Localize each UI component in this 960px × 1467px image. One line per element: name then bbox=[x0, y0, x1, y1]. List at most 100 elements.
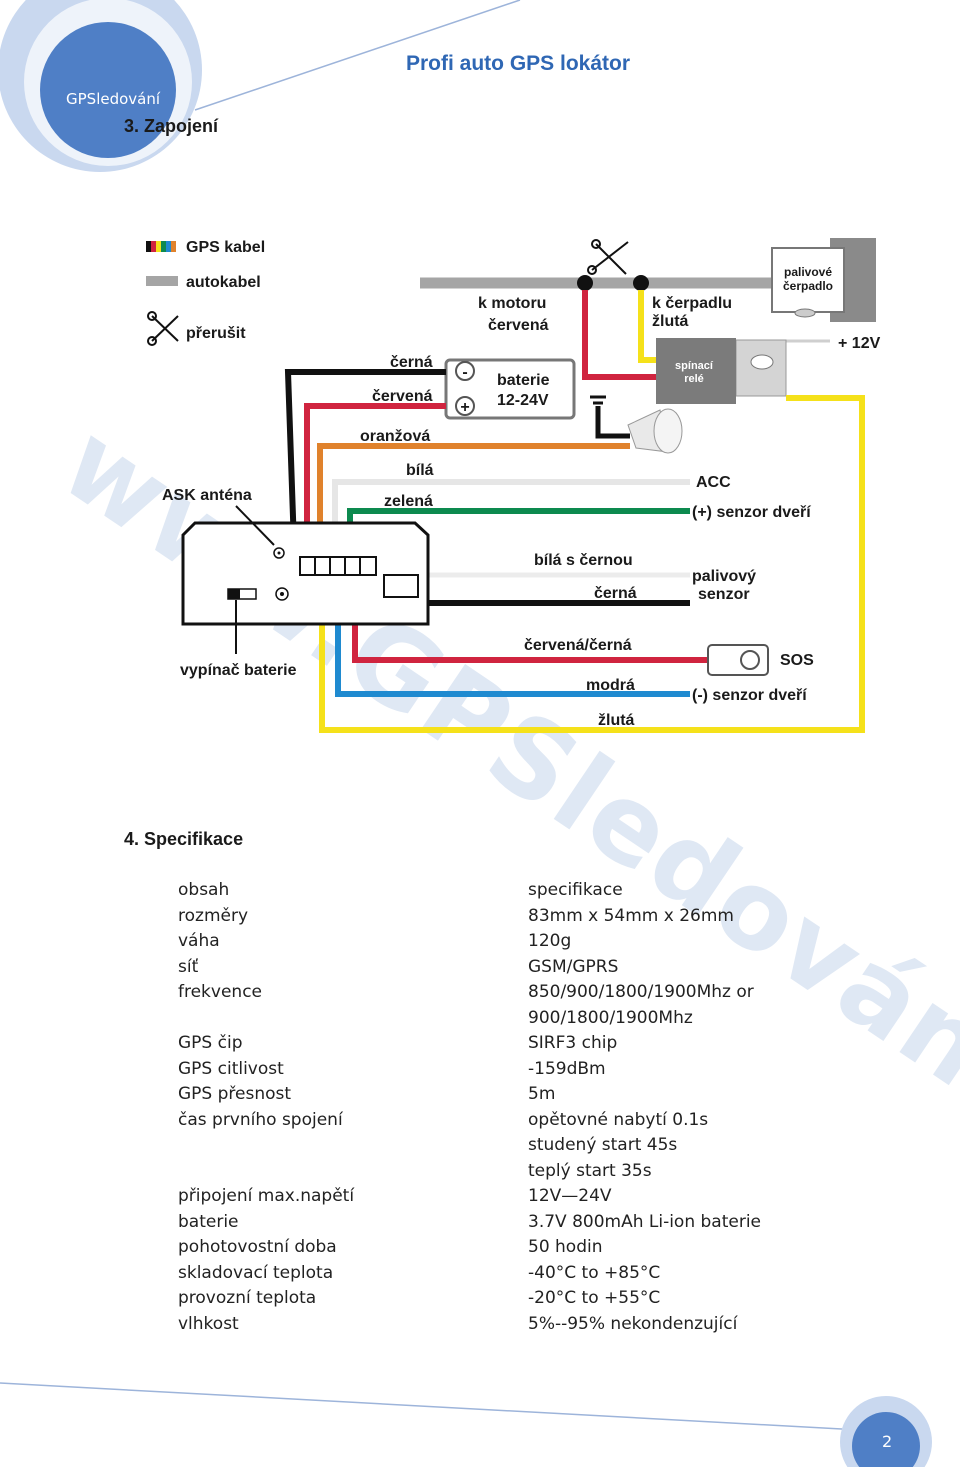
door-minus-label: (-) senzor dveří bbox=[692, 687, 807, 704]
spec-label: frekvence bbox=[178, 982, 263, 1002]
table-row: provozní teplota-20°C to +55°C bbox=[178, 1286, 818, 1312]
battery-plus-sign: + bbox=[460, 399, 469, 416]
fuel-pump: palivové čerpadlo bbox=[771, 238, 876, 322]
car-cable-swatch bbox=[146, 276, 178, 286]
to-engine-label: k motoru bbox=[478, 295, 546, 312]
to-pump-color-label: žlutá bbox=[652, 313, 689, 330]
battery-label-1: baterie bbox=[497, 372, 550, 389]
spec-label bbox=[178, 1006, 528, 1032]
relay-label-1: spínací bbox=[675, 360, 714, 372]
wire-label-black: černá bbox=[390, 354, 433, 371]
spec-label: GPS přesnost bbox=[178, 1084, 292, 1104]
spec-value: teplý start 35s bbox=[528, 1160, 652, 1181]
scissors-icon bbox=[147, 311, 179, 346]
spec-value: 50 hodin bbox=[528, 1237, 603, 1257]
sos-button bbox=[707, 644, 769, 676]
table-row: teplý start 35s bbox=[178, 1159, 818, 1185]
brand-label: GPSledování bbox=[66, 90, 161, 108]
footer-circle-inner bbox=[852, 1412, 920, 1467]
wire-red-engine bbox=[582, 290, 656, 380]
to-pump-label: k čerpadlu bbox=[652, 295, 732, 312]
spec-label: pohotovostní doba bbox=[178, 1237, 337, 1257]
antenna-label: ASK anténa bbox=[162, 487, 252, 504]
battery-label-2: 12-24V bbox=[497, 392, 549, 409]
door-plus-label: (+) senzor dveří bbox=[692, 504, 811, 521]
car-battery: - + baterie 12-24V bbox=[444, 358, 576, 420]
wire-label-black2: černá bbox=[594, 585, 637, 602]
spec-value: -159dBm bbox=[528, 1058, 606, 1079]
wire-label-blue: modrá bbox=[586, 677, 635, 694]
fuel-sensor-label-2: senzor bbox=[698, 586, 750, 603]
plus12-label: + 12V bbox=[838, 335, 881, 352]
table-row: pohotovostní doba 50 hodin bbox=[178, 1235, 818, 1261]
wire-label-green: zelená bbox=[384, 493, 433, 510]
spec-value: 5m bbox=[528, 1084, 556, 1104]
legend-car-cable: autokabel bbox=[186, 274, 261, 291]
spec-label: vlhkost bbox=[178, 1313, 239, 1334]
section-heading-wiring: 3. Zapojení bbox=[124, 116, 219, 136]
table-row: studený start 45s bbox=[178, 1133, 818, 1159]
table-row: GPS přesnost 5m bbox=[178, 1082, 818, 1108]
ground-symbol bbox=[590, 395, 630, 439]
sos-label: SOS bbox=[780, 652, 814, 669]
spec-value: 83mm x 54mm x 26mm bbox=[528, 905, 734, 926]
fuel-pump-label-2: čerpadlo bbox=[783, 279, 833, 293]
table-row: frekvence 850/900/1800/1900Mhz or bbox=[178, 980, 818, 1006]
spec-label: síť bbox=[178, 956, 199, 977]
spec-label: rozměry bbox=[178, 905, 249, 926]
header-line bbox=[194, 0, 521, 111]
spec-label: připojení max.napětí bbox=[178, 1186, 355, 1206]
spec-value: GSM/GPRS bbox=[528, 956, 619, 977]
spec-value: 120g bbox=[528, 931, 572, 951]
wiring-diagram: GPS kabel autokabel přerušit palivové če… bbox=[146, 238, 881, 733]
spec-value: 900/1800/1900Mhz bbox=[528, 1007, 693, 1028]
spec-label: GPS citlivost bbox=[178, 1058, 284, 1079]
legend: GPS kabel autokabel přerušit bbox=[146, 239, 265, 346]
spec-value: -20°C to +55°C bbox=[528, 1288, 661, 1308]
spec-value: 850/900/1800/1900Mhz or bbox=[528, 982, 754, 1002]
spec-label: váha bbox=[178, 931, 220, 951]
section-heading-specs: 4. Specifikace bbox=[124, 829, 244, 849]
fuel-sensor-label-1: palivový bbox=[692, 568, 756, 585]
fuel-pump-label-1: palivové bbox=[784, 265, 832, 279]
spec-value: -40°C to +85°C bbox=[528, 1262, 661, 1283]
spec-label: baterie bbox=[178, 1211, 239, 1232]
wire-black-battery bbox=[284, 369, 446, 576]
gps-device bbox=[181, 521, 430, 626]
acc-label: ACC bbox=[696, 474, 731, 491]
battery-switch-label: vypínač baterie bbox=[180, 662, 297, 679]
wire-yellow-pump bbox=[638, 290, 656, 363]
cut-point-yellow bbox=[633, 275, 649, 291]
relay-label-2: relé bbox=[684, 373, 704, 385]
table-row: skladovací teplota -40°C to +85°C bbox=[178, 1261, 818, 1287]
to-engine-color-label: červená bbox=[488, 317, 549, 334]
legend-gps-cable: GPS kabel bbox=[186, 239, 265, 256]
table-row: 900/1800/1900Mhz bbox=[178, 1006, 818, 1032]
header-circle-inner bbox=[40, 22, 176, 158]
page-number: 2 bbox=[882, 1432, 893, 1451]
siren-icon bbox=[627, 408, 683, 454]
table-row: síť GSM/GPRS bbox=[178, 955, 818, 981]
spec-value: SIRF3 chip bbox=[528, 1033, 618, 1053]
antenna-pointer bbox=[235, 505, 275, 546]
spec-label: skladovací teplota bbox=[178, 1262, 334, 1283]
table-row: rozměry 83mm x 54mm x 26mm bbox=[178, 904, 818, 930]
table-row: váha 120g bbox=[178, 929, 818, 955]
table-row: GPS citlivost -159dBm bbox=[178, 1057, 818, 1083]
scissors-icon bbox=[587, 239, 629, 275]
spec-value: 12V—24V bbox=[528, 1186, 612, 1206]
battery-minus-sign: - bbox=[462, 364, 467, 381]
spec-label bbox=[178, 1133, 528, 1159]
spec-label: GPS čip bbox=[178, 1033, 243, 1053]
spec-label bbox=[178, 1159, 528, 1185]
spec-label: obsah bbox=[178, 880, 230, 900]
page-title: Profi auto GPS lokátor bbox=[406, 52, 631, 75]
wire-label-yellow: žlutá bbox=[598, 712, 635, 729]
spec-value: opětovné nabytí 0.1s bbox=[528, 1109, 709, 1130]
